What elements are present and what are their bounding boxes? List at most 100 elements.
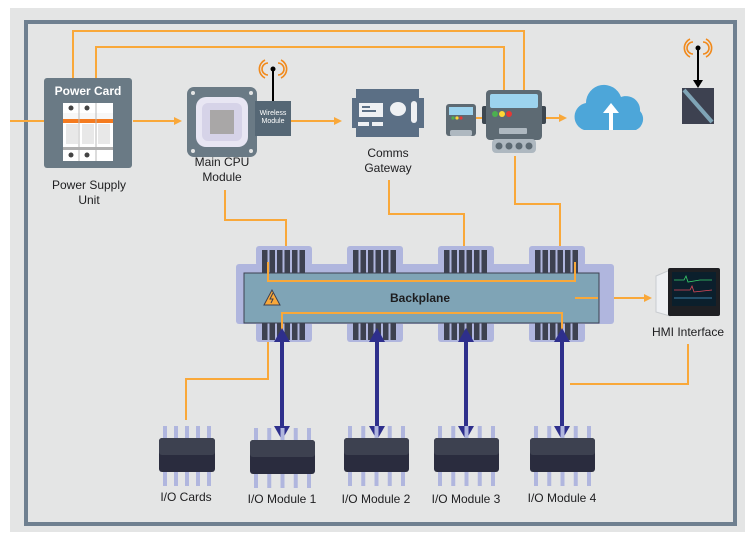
small-energy-meter[interactable]: [446, 104, 476, 136]
cpu-label-line1: Main CPU: [194, 155, 250, 169]
connector-pin: [262, 250, 268, 273]
cloud-upload-icon[interactable]: [574, 84, 644, 130]
connector-pin: [383, 323, 389, 340]
connector-pin: [466, 250, 472, 273]
io-module-4-chip: [530, 426, 595, 486]
io-module-3-label: I/O Module 3: [431, 492, 501, 506]
connector-pin: [466, 323, 472, 340]
backplane-connectors: [262, 250, 578, 340]
power-to-meter-line-outer: [72, 30, 525, 93]
wireless-module[interactable]: [255, 59, 291, 136]
connector-pin: [535, 250, 541, 273]
system-enclosure: [24, 20, 737, 526]
io-module-1-label: I/O Module 1: [247, 492, 317, 506]
connector-pin: [542, 323, 548, 340]
connector-pin: [535, 323, 541, 340]
connector-pin: [557, 250, 563, 273]
connector-pin: [368, 250, 374, 273]
gateway-label-line2: Gateway: [364, 161, 412, 175]
connector-pin: [262, 323, 268, 340]
connector-pin: [572, 323, 578, 340]
connector-pin: [444, 323, 450, 340]
power-supply-label-line2: Unit: [78, 193, 100, 207]
hmi-monitor[interactable]: [655, 268, 720, 317]
io-module-3-chip: [434, 426, 499, 486]
warning-icon: [263, 288, 281, 306]
cpu-module[interactable]: [187, 87, 257, 157]
connector-pin: [474, 323, 480, 340]
cpu-to-backplane-line: [224, 190, 290, 265]
connector-pin: [269, 250, 275, 273]
bus-arrow-1: [274, 328, 290, 440]
io-module-2-label: I/O Module 2: [341, 492, 411, 506]
power-to-meter-line-inner: [95, 46, 505, 93]
cpu-label: Main CPU Module: [172, 155, 272, 185]
data-bus-arrows: [274, 328, 570, 440]
connector-pin: [284, 323, 290, 340]
gateway-label: Comms Gateway: [340, 146, 436, 176]
connector-pin: [375, 250, 381, 273]
connector-pin: [269, 323, 275, 340]
connector-pin: [542, 250, 548, 273]
connector-pin: [360, 250, 366, 273]
cpu-label-line2: Module: [202, 170, 242, 184]
connector-pin: [481, 323, 487, 340]
connector-pin: [277, 323, 283, 340]
io-module-2-chip: [344, 426, 409, 486]
connector-pin: [390, 250, 396, 273]
connector-pin: [368, 323, 374, 340]
wireless-label-line1: Wireless: [259, 110, 287, 117]
io-module-1-chip: [250, 428, 315, 488]
wireless-module-label: Wireless Module: [255, 110, 291, 126]
remote-antenna[interactable]: [682, 38, 714, 124]
connector-pin: [353, 250, 359, 273]
connector-pin: [284, 250, 290, 273]
connector-pin: [550, 250, 556, 273]
connector-pin: [390, 323, 396, 340]
power-card-title: Power Card: [54, 84, 122, 98]
connector-pin: [299, 323, 305, 340]
gateway-to-backplane-line: [388, 180, 468, 265]
gateway-label-line1: Comms: [367, 146, 409, 160]
connector-pin: [292, 323, 298, 340]
io-cards-label: I/O Cards: [160, 490, 212, 504]
connector-pin: [444, 250, 450, 273]
connector-pin: [572, 250, 578, 273]
connector-pin: [360, 323, 366, 340]
wireless-label-line2: Module: [261, 118, 285, 125]
power-supply-label-line1: Power Supply: [51, 178, 127, 192]
energy-meter[interactable]: [482, 90, 546, 153]
bus-arrow-3: [458, 328, 474, 440]
io-cards-to-backplane-line: [185, 331, 272, 420]
backplane-label: Backplane: [389, 291, 451, 305]
connector-pin: [383, 250, 389, 273]
connector-pin: [353, 323, 359, 340]
signal-lines: [10, 30, 689, 420]
connector-pin: [481, 250, 487, 273]
io-cards-chip: [159, 426, 215, 486]
connector-pin: [459, 323, 465, 340]
meter-to-backplane-line: [514, 156, 564, 265]
bus-arrow-4: [554, 328, 570, 440]
connector-pin: [292, 250, 298, 273]
connector-pin: [459, 250, 465, 273]
hmi-label: HMI Interface: [651, 325, 725, 339]
connector-pin: [550, 323, 556, 340]
wifi-signal-icon: [683, 38, 713, 58]
comms-gateway[interactable]: [352, 89, 424, 137]
power-card[interactable]: [44, 78, 132, 168]
wifi-signal-icon: [258, 59, 288, 79]
connector-pin: [451, 250, 457, 273]
connector-pin: [451, 323, 457, 340]
io-module-4-label: I/O Module 4: [527, 491, 597, 505]
connector-pin: [299, 250, 305, 273]
power-supply-label: Power Supply Unit: [30, 178, 148, 208]
connector-pin: [565, 323, 571, 340]
connector-pin: [474, 250, 480, 273]
connector-pin: [277, 250, 283, 273]
io-chips: [159, 426, 595, 488]
bus-arrow-2: [369, 328, 385, 440]
connector-pin: [565, 250, 571, 273]
hmi-to-io-line: [570, 344, 689, 385]
